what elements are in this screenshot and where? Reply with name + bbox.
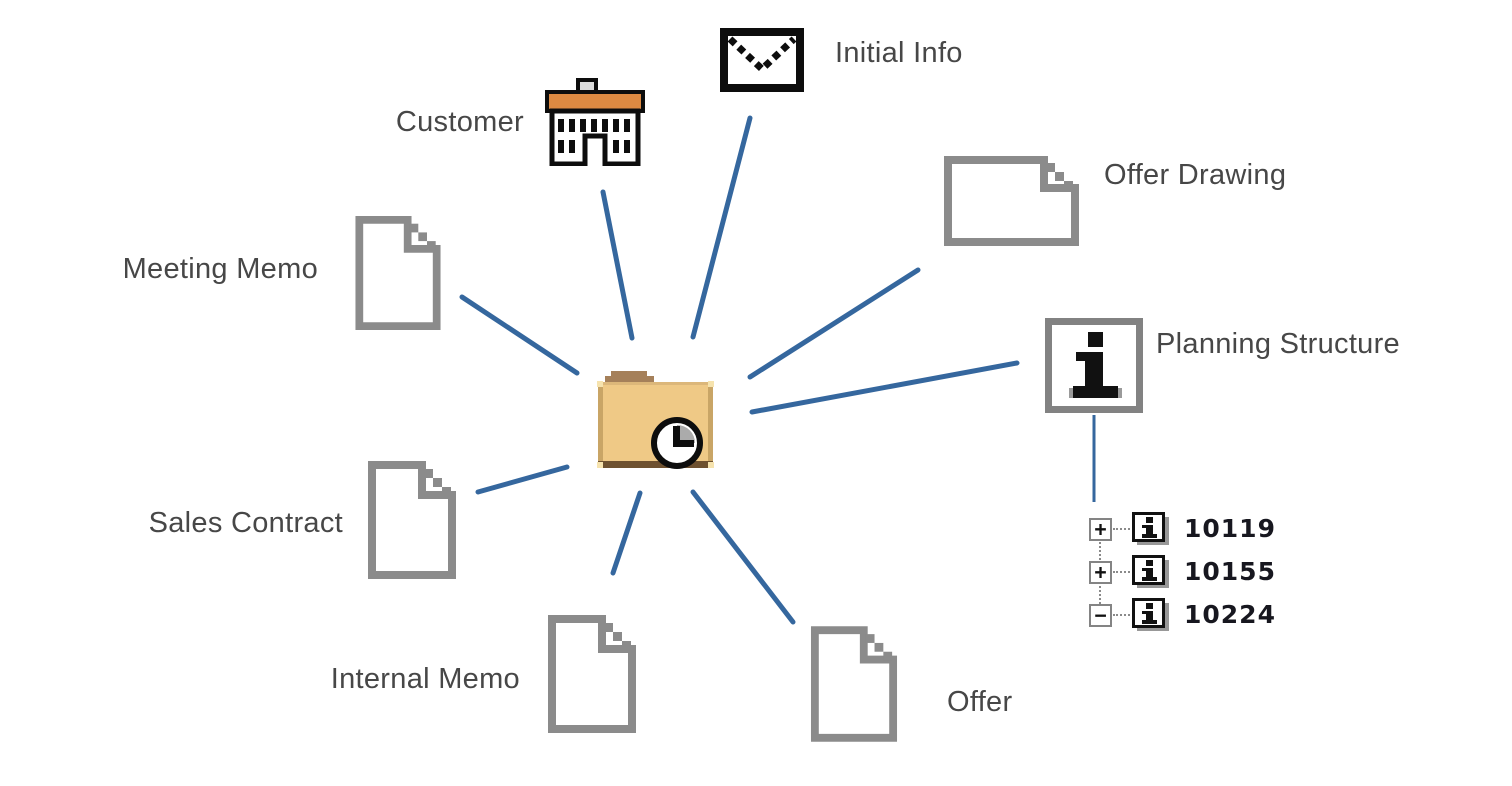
document-landscape-icon[interactable] xyxy=(943,155,1080,252)
node-label-sales-contract: Sales Contract xyxy=(148,507,343,539)
document-icon[interactable] xyxy=(547,613,637,740)
folder-clock-icon[interactable] xyxy=(597,368,714,476)
connector-sales-contract xyxy=(475,464,570,495)
info-item-icon[interactable] xyxy=(1132,555,1169,593)
tree-toggle-expand[interactable]: + xyxy=(1089,561,1112,584)
node-label-offer: Offer xyxy=(947,686,1013,718)
info-icon[interactable] xyxy=(1045,318,1143,413)
connector-offer xyxy=(690,489,796,625)
connector-customer xyxy=(600,189,635,341)
node-label-customer: Customer xyxy=(395,106,524,138)
tree-item-number[interactable]: 10155 xyxy=(1184,557,1276,586)
node-label-planning-structure: Planning Structure xyxy=(1156,328,1400,360)
tree-branch-line xyxy=(1113,528,1130,530)
node-label-initial-info: Initial Info xyxy=(835,37,963,69)
node-label-internal-memo: Internal Memo xyxy=(330,663,520,695)
building-icon[interactable] xyxy=(545,78,645,171)
tree-toggle-collapse[interactable]: − xyxy=(1089,604,1112,627)
tree-item-number[interactable]: 10224 xyxy=(1184,600,1276,629)
clock-overlay-icon xyxy=(651,417,703,469)
info-item-icon[interactable] xyxy=(1132,512,1169,550)
connector-planning-structure xyxy=(749,360,1020,415)
node-label-offer-drawing: Offer Drawing xyxy=(1104,159,1287,191)
envelope-icon[interactable] xyxy=(720,28,804,97)
tree-toggle-expand[interactable]: + xyxy=(1089,518,1112,541)
document-icon[interactable] xyxy=(810,625,898,748)
connector-initial-info xyxy=(690,115,753,340)
connector-internal-memo xyxy=(610,490,643,576)
document-icon[interactable] xyxy=(367,460,457,585)
connector-offer-drawing xyxy=(747,267,921,380)
connector-meeting-memo xyxy=(459,294,580,376)
document-icon[interactable] xyxy=(352,215,444,336)
tree-branch-line xyxy=(1113,571,1130,573)
tree-branch-line xyxy=(1113,614,1130,616)
node-label-meeting-memo: Meeting Memo xyxy=(122,253,318,285)
info-item-icon[interactable] xyxy=(1132,598,1169,636)
tree-item-number[interactable]: 10119 xyxy=(1184,514,1276,543)
